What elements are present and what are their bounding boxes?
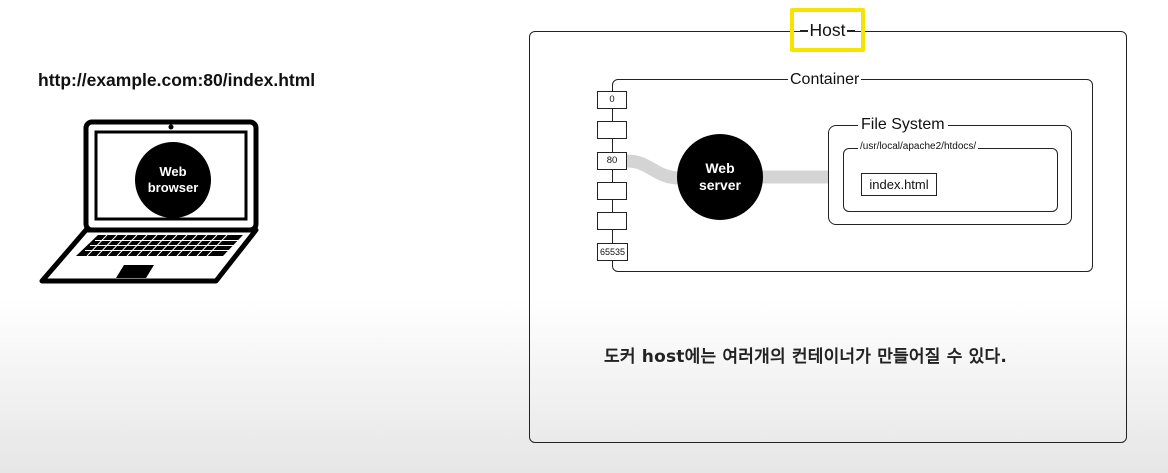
htdocs-directory-label: /usr/local/apache2/htdocs/: [858, 141, 979, 152]
port-0: 0: [597, 91, 627, 109]
port-80: 80: [597, 152, 627, 170]
url-text: http://example.com:80/index.html: [38, 70, 316, 90]
file-system-label: File System: [858, 116, 948, 134]
container-label: Container: [788, 71, 862, 89]
port-slot: [597, 212, 627, 230]
web-server-label-line2: server: [698, 177, 742, 193]
web-browser-node: Web browser: [135, 142, 211, 218]
host-label: Host: [799, 19, 856, 41]
laptop-icon: Web browser: [38, 118, 263, 288]
web-browser-label-line1: Web: [159, 164, 187, 179]
caption: 도커 host에는 여러개의 컨테이너가 만들어질 수 있다.: [604, 347, 1007, 367]
index-html-file: index.html: [861, 173, 937, 196]
port-slot: [597, 121, 627, 139]
host-highlight: [790, 8, 865, 52]
port-to-server-connector: [626, 154, 681, 185]
web-server-label-line1: Web: [705, 160, 735, 176]
web-server-node: Web server: [677, 134, 763, 220]
host-label-group: Host: [790, 8, 865, 52]
port-65535: 65535: [597, 243, 628, 261]
port-slot: [597, 182, 627, 200]
web-browser-label-line2: browser: [147, 180, 199, 195]
